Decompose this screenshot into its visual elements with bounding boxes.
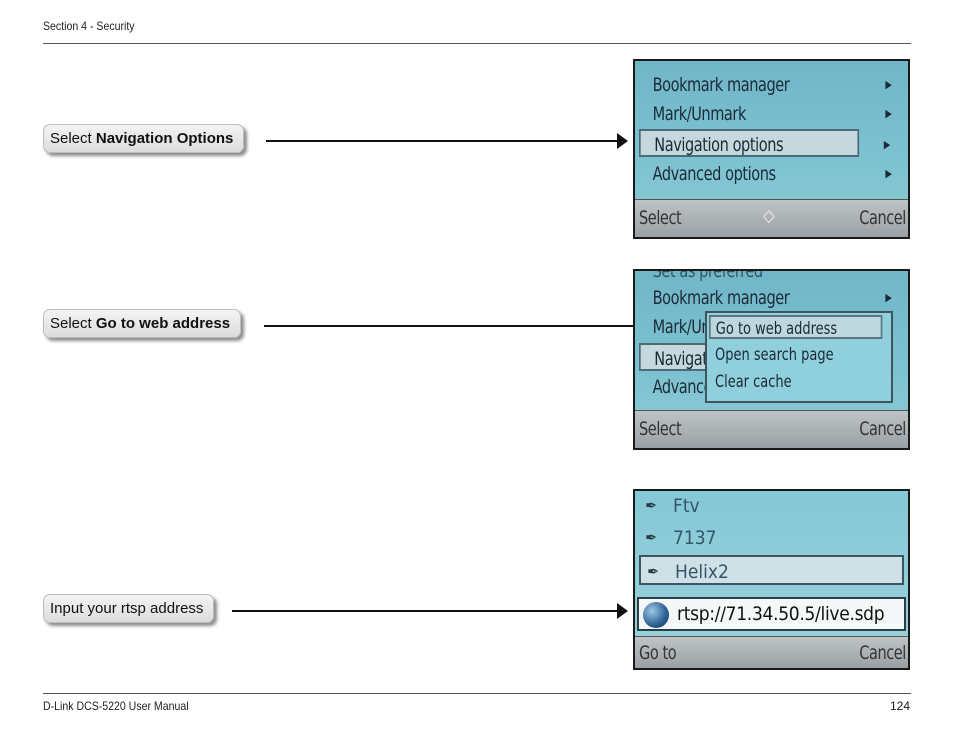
page-number: 124 <box>889 699 910 713</box>
menu-item-set-as-preferred: Set as preferred <box>652 269 764 282</box>
menu-item-bookmark-manager[interactable]: Bookmark manager▶ <box>639 71 892 99</box>
menu-item-bookmark-manager[interactable]: Bookmark manager▶ <box>639 284 892 312</box>
submenu-clear-cache[interactable]: Clear cache <box>715 372 792 392</box>
menu-item-advanced-options[interactable]: Advanced options▶ <box>639 160 892 188</box>
navigation-submenu: Go to web address Open search page Clear… <box>705 311 893 403</box>
chevron-right-icon: ▶ <box>883 138 890 151</box>
softkey-cancel[interactable]: Cancel <box>859 642 906 664</box>
bookmark-item-helix2[interactable]: ✒Helix2 <box>639 555 904 585</box>
softkey-select[interactable]: Select <box>639 418 682 440</box>
arrow-line <box>232 610 618 612</box>
chevron-right-icon: ▶ <box>885 78 892 91</box>
chevron-right-icon: ▶ <box>885 291 892 304</box>
chevron-right-icon: ▶ <box>885 107 892 120</box>
footer-rule <box>43 693 911 694</box>
menu-item-navigation-options: Navigation options <box>639 343 718 371</box>
softkey-bar: Select Cancel <box>635 410 908 448</box>
arrow-head-icon <box>617 133 628 149</box>
arrow-head-icon <box>617 603 628 619</box>
callout-bold: Navigation Options <box>95 130 234 147</box>
address-input-value: rtsp://71.34.50.5/live.sdp <box>677 603 885 625</box>
footer-manual-title: D-Link DCS-5220 User Manual <box>43 699 189 713</box>
submenu-open-search-page[interactable]: Open search page <box>715 345 834 365</box>
arrow-line <box>264 325 704 327</box>
softkey-select[interactable]: Select <box>639 207 682 229</box>
nav-diamond-icon: ◇ <box>763 206 775 226</box>
step-callout-navigation-options: Select Navigation Options <box>43 124 245 153</box>
softkey-cancel[interactable]: Cancel <box>859 207 906 229</box>
step-callout-rtsp-address: Input your rtsp address <box>43 594 215 623</box>
header-rule <box>43 43 911 44</box>
menu-item-mark-unmark[interactable]: Mark/Unmark▶ <box>639 100 892 128</box>
arrow-line <box>266 140 618 142</box>
pencil-icon: ✒ <box>645 496 658 515</box>
bookmark-item-ftv[interactable]: ✒Ftv <box>639 491 904 521</box>
chevron-right-icon: ▶ <box>885 167 892 180</box>
callout-prefix: Input your rtsp address <box>50 600 204 617</box>
menu-item-advanced-options: Advanced options <box>652 376 722 398</box>
pencil-icon: ✒ <box>647 562 660 581</box>
phone-screen-address-list: ✒Ftv ✒7137 ✒Helix2 rtsp://71.34.50.5/liv… <box>633 489 910 670</box>
phone-screen-menu: Bookmark manager▶ Mark/Unmark▶ Navigatio… <box>633 59 910 239</box>
step-callout-go-to-web-address: Select Go to web address <box>43 309 242 338</box>
phone-screen-popup: Set as preferred Bookmark manager▶ Mark/… <box>633 269 910 450</box>
bookmark-item-7137[interactable]: ✒7137 <box>639 523 904 553</box>
submenu-go-to-web-address[interactable]: Go to web address <box>709 315 883 339</box>
address-input[interactable]: rtsp://71.34.50.5/live.sdp <box>637 597 906 631</box>
menu-item-navigation-options[interactable]: Navigation options▶ <box>639 129 890 157</box>
callout-prefix: Select <box>50 315 96 332</box>
callout-prefix: Select <box>50 130 96 147</box>
callout-bold: Go to web address <box>95 315 231 332</box>
pencil-icon: ✒ <box>645 528 658 547</box>
globe-icon <box>643 602 669 628</box>
softkey-bar: Go to Cancel <box>635 636 908 668</box>
softkey-bar: Select ◇ Cancel <box>635 199 908 237</box>
section-header: Section 4 - Security <box>43 19 135 33</box>
softkey-cancel[interactable]: Cancel <box>859 418 906 440</box>
softkey-go-to[interactable]: Go to <box>639 642 677 664</box>
